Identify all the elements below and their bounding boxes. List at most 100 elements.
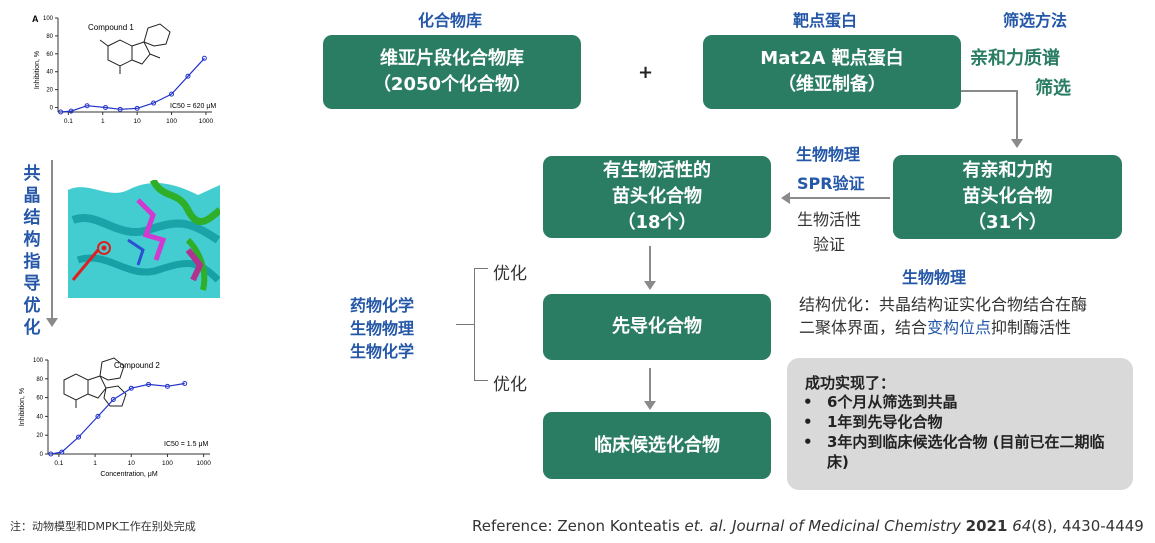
data-point: [84, 103, 90, 109]
arrow-affinity-to-bio: [790, 197, 890, 199]
box-bio-line2: 苗头化合物: [612, 186, 702, 207]
box-target-line1: Mat2A 靶点蛋白: [760, 48, 904, 69]
success-list: 6个月从筛选到共晶 1年到先导化合物 3年内到临床候选化合物 (目前已在二期临床…: [801, 392, 1126, 472]
bracket-stem: [456, 324, 474, 325]
data-point: [164, 383, 170, 389]
optimize-bottom-label: 优化: [493, 375, 527, 395]
success-item: 3年内到临床候选化合物 (目前已在二期临床): [801, 432, 1126, 472]
data-point: [185, 73, 191, 79]
y-tick-label: 80: [46, 34, 53, 40]
header-library: 化合物库: [418, 11, 483, 30]
vertical-label-char: 指: [23, 252, 41, 272]
y-tick-label: 0: [50, 106, 54, 112]
data-point: [128, 385, 134, 391]
data-point: [201, 55, 207, 61]
chart-1-ic50: IC50 = 620 μM: [170, 103, 216, 110]
arrow-to-affinity-hits: [1011, 90, 1023, 148]
x-tick-label: 1: [101, 118, 105, 125]
data-point: [59, 449, 65, 455]
data-point: [68, 108, 74, 114]
success-item: 6个月从筛选到共晶: [801, 392, 1126, 412]
vertical-label-char: 化: [23, 318, 41, 338]
box-lead-label: 先导化合物: [612, 316, 702, 337]
chart-2-ylabel: Inhibition, %: [19, 388, 26, 426]
y-tick-label: 80: [36, 377, 43, 383]
note-text-a: 二聚体界面，结合: [799, 318, 928, 337]
box-library-line2: （2050个化合物）: [372, 74, 532, 95]
spr-line2: SPR验证: [797, 174, 865, 193]
y-tick-label: 100: [43, 16, 54, 22]
cocrystal-svg: [68, 180, 220, 298]
data-point: [146, 381, 152, 387]
cocrystal-structure-image: [68, 180, 220, 298]
success-item: 1年到先导化合物: [801, 412, 1126, 432]
discipline-biophysics: 生物物理: [350, 319, 415, 338]
data-point: [117, 106, 123, 112]
x-tick-label: 0.1: [64, 118, 73, 125]
box-affinity-hits: 有亲和力的 苗头化合物 （31个）: [893, 155, 1122, 239]
x-tick-label: 10: [134, 118, 142, 125]
data-point: [169, 91, 175, 97]
box-clinical-label: 临床候选化合物: [594, 434, 720, 456]
bracket-top: [474, 268, 488, 269]
chart-2-xlabel: Concentration, μM: [100, 471, 158, 478]
arrow-bio-to-lead: [644, 246, 656, 290]
data-point: [110, 396, 116, 402]
plus-sign: +: [638, 62, 654, 83]
box-aff-line2: 苗头化合物: [962, 186, 1053, 207]
reference-year: 2021: [965, 517, 1008, 535]
data-point: [151, 100, 157, 106]
y-tick-label: 40: [36, 414, 43, 420]
vertical-label-char: 共: [23, 164, 41, 184]
bracket-bottom: [474, 380, 488, 381]
x-tick-label: 1000: [196, 460, 211, 467]
chart-2-fit-curve: [50, 382, 185, 455]
box-bio-line3: （18个）: [617, 212, 697, 233]
note-allosteric-site: 变构位点: [927, 318, 992, 337]
x-tick-label: 1: [93, 460, 97, 467]
chart-1-fit-curve: [60, 57, 205, 113]
reference-rest: (8), 4430-4449: [1031, 517, 1144, 535]
vertical-arrow: [51, 160, 53, 320]
x-tick-label: 0.1: [54, 460, 63, 467]
compound-1-structure: [99, 23, 171, 74]
box-library-line1: 维亚片段化合物库: [380, 48, 524, 69]
data-point: [102, 105, 108, 111]
disciplines: 药物化学 生物物理 生物化学: [350, 294, 430, 363]
vertical-label-char: 构: [23, 230, 41, 250]
y-tick-label: 100: [33, 358, 44, 364]
screening-method-line1: 亲和力质谱: [970, 48, 1060, 69]
x-tick-label: 100: [162, 460, 173, 467]
y-tick-label: 0: [40, 452, 44, 458]
chart-2-ic50: IC50 = 1.5 μM: [164, 441, 208, 448]
x-tick-label: 100: [166, 118, 177, 125]
arrow-lead-to-clinical: [644, 368, 656, 410]
panel-letter: A: [32, 14, 39, 24]
compound-2-structure: [63, 357, 127, 408]
discipline-medchem: 药物化学: [350, 296, 415, 315]
box-lead-compound: 先导化合物: [543, 294, 771, 360]
vertical-label-char: 晶: [23, 186, 41, 206]
data-point: [58, 109, 64, 115]
reference-volume: 64: [1012, 517, 1032, 535]
vertical-label-char: 结: [23, 208, 41, 228]
data-point: [76, 434, 82, 440]
success-summary-box: 成功实现了： 6个月从筛选到共晶 1年到先导化合物 3年内到临床候选化合物 (目…: [787, 358, 1133, 490]
spr-line1: 生物物理: [796, 145, 861, 164]
reference: Reference: Zenon Konteatis et. al. Journ…: [472, 517, 1144, 535]
box-aff-line3: （31个）: [967, 212, 1048, 233]
header-screening: 筛选方法: [1003, 11, 1068, 30]
y-tick-label: 60: [46, 52, 53, 58]
chart-1-compound: Compound 1: [88, 23, 134, 32]
success-title: 成功实现了：: [805, 374, 896, 392]
vertical-arrow-head: [46, 318, 58, 327]
arrow-affinity-to-bio-head: [781, 192, 790, 204]
vertical-label-char: 优: [23, 296, 41, 316]
footnote: 注：动物模型和DMPK工作在别处完成: [10, 520, 196, 533]
x-tick-label: 10: [128, 460, 136, 467]
biophysics-note-title: 生物物理: [902, 268, 967, 287]
box-clinical-candidate: 临床候选化合物: [543, 412, 771, 479]
discipline-biochem: 生物化学: [350, 342, 415, 361]
note-text-b: 抑制酶活性: [991, 318, 1072, 337]
